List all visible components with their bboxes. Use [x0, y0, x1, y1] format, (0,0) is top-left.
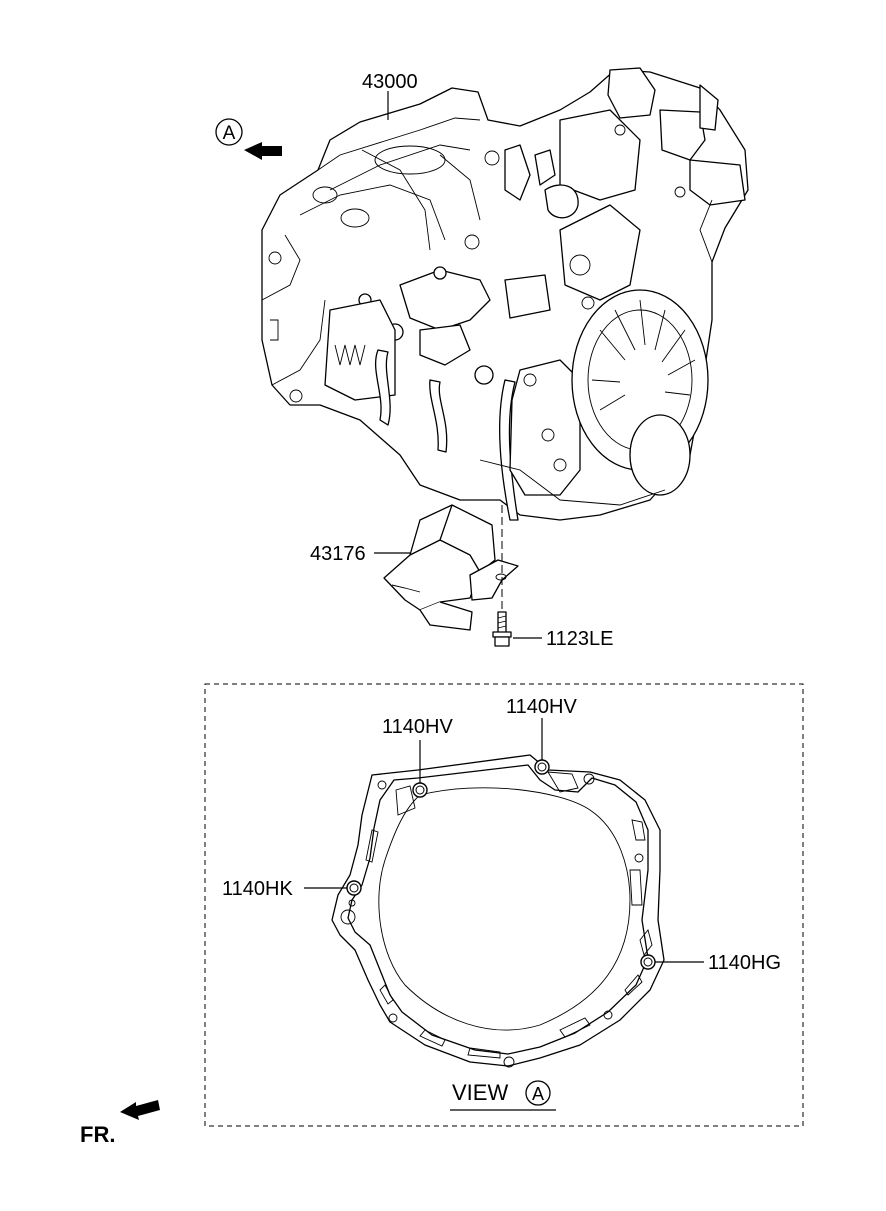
- label-1123le: 1123LE: [546, 628, 613, 650]
- dowel-pin-right[interactable]: [640, 954, 656, 970]
- mount-bracket[interactable]: [383, 504, 519, 631]
- view-a-frame: [204, 683, 804, 1127]
- view-direction-arrow-icon: [244, 142, 282, 160]
- label-43000: 43000: [362, 71, 418, 93]
- dowel-pin-top-left[interactable]: [412, 782, 428, 798]
- dowel-pin-left[interactable]: [346, 880, 362, 896]
- transaxle-assembly[interactable]: [261, 67, 749, 521]
- view-caption-text: VIEW: [452, 1080, 508, 1105]
- label-1140hk: 1140HK: [222, 878, 293, 900]
- front-indicator: FR.: [80, 1100, 160, 1147]
- front-label: FR.: [80, 1122, 115, 1147]
- bolt-1123le[interactable]: [492, 611, 512, 647]
- front-arrow-icon: [120, 1100, 160, 1120]
- housing-face-gasket[interactable]: [331, 754, 665, 1068]
- dowel-pin-top-right[interactable]: [534, 759, 550, 775]
- label-1140hv-right: 1140HV: [506, 696, 577, 718]
- view-a-caption: VIEW A: [450, 1080, 556, 1111]
- label-1140hv-left: 1140HV: [382, 716, 453, 738]
- label-1140hg: 1140HG: [708, 952, 781, 974]
- view-a-arrow: A: [215, 118, 282, 160]
- arrow-marker-letter: A: [223, 123, 236, 144]
- label-43176: 43176: [310, 543, 366, 565]
- view-caption-letter: A: [532, 1084, 544, 1104]
